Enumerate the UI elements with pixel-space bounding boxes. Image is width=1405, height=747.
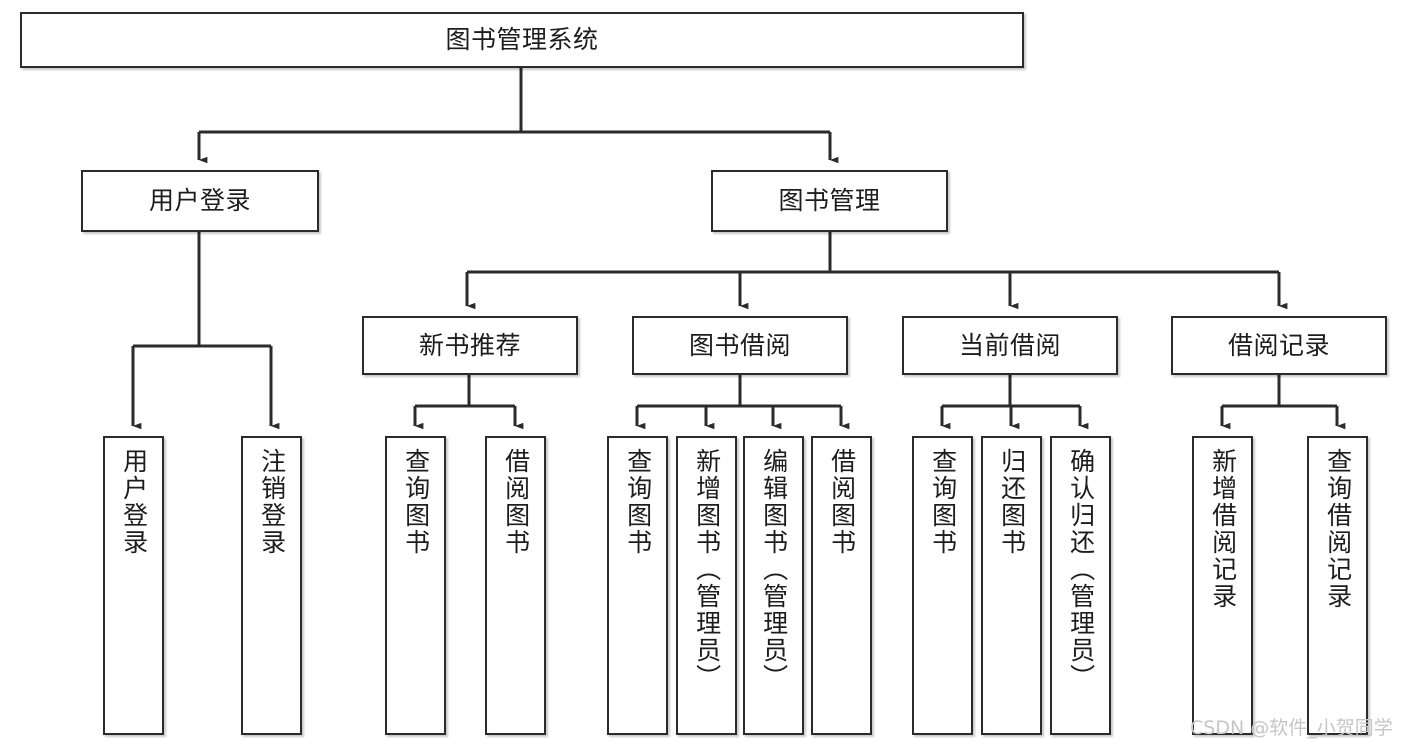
node-leaf-add-book-label: 新增图书（管理员）	[692, 448, 722, 691]
node-book-manage[interactable]: 图书管理	[711, 170, 948, 232]
node-leaf-borrow-book-1[interactable]: 借阅图书	[485, 436, 546, 735]
node-leaf-edit-book-label: 编辑图书（管理员）	[759, 448, 789, 691]
node-current-borrow[interactable]: 当前借阅	[902, 316, 1118, 375]
node-leaf-user-login[interactable]: 用户登录	[103, 436, 164, 735]
node-leaf-borrow-book-2-label: 借阅图书	[827, 448, 857, 556]
node-root-system[interactable]: 图书管理系统	[20, 12, 1024, 68]
node-leaf-query-book-1[interactable]: 查询图书	[385, 436, 446, 735]
node-leaf-logout-login[interactable]: 注销登录	[241, 436, 302, 735]
node-leaf-confirm-return[interactable]: 确认归还（管理员）	[1050, 436, 1111, 735]
node-user-login-label: 用户登录	[148, 186, 251, 216]
csdn-watermark: CSDN @软件_小贺同学	[1190, 717, 1393, 739]
node-leaf-query-book-3[interactable]: 查询图书	[912, 436, 973, 735]
node-leaf-query-record-label: 查询借阅记录	[1323, 448, 1353, 610]
node-leaf-add-book[interactable]: 新增图书（管理员）	[676, 436, 737, 735]
node-leaf-return-book[interactable]: 归还图书	[981, 436, 1042, 735]
node-leaf-query-record[interactable]: 查询借阅记录	[1307, 436, 1368, 735]
node-leaf-logout-login-label: 注销登录	[257, 448, 287, 556]
node-leaf-query-book-1-label: 查询图书	[401, 448, 431, 556]
node-leaf-query-book-2-label: 查询图书	[623, 448, 653, 556]
node-leaf-query-book-2[interactable]: 查询图书	[607, 436, 668, 735]
node-book-manage-label: 图书管理	[778, 186, 881, 216]
node-leaf-user-login-label: 用户登录	[119, 448, 149, 556]
node-book-borrow-label: 图书借阅	[688, 330, 791, 360]
node-user-login[interactable]: 用户登录	[81, 170, 319, 232]
node-leaf-borrow-book-1-label: 借阅图书	[501, 448, 531, 556]
node-leaf-add-record-label: 新增借阅记录	[1208, 448, 1238, 610]
node-current-borrow-label: 当前借阅	[958, 330, 1061, 360]
node-leaf-add-record[interactable]: 新增借阅记录	[1192, 436, 1253, 735]
node-root-system-label: 图书管理系统	[445, 25, 599, 55]
node-new-book-recommend[interactable]: 新书推荐	[362, 316, 578, 375]
node-borrow-record[interactable]: 借阅记录	[1171, 316, 1387, 375]
node-leaf-confirm-return-label: 确认归还（管理员）	[1066, 448, 1096, 691]
node-leaf-borrow-book-2[interactable]: 借阅图书	[811, 436, 872, 735]
node-leaf-edit-book[interactable]: 编辑图书（管理员）	[743, 436, 804, 735]
node-new-book-recommend-label: 新书推荐	[418, 330, 521, 360]
node-book-borrow[interactable]: 图书借阅	[632, 316, 848, 375]
node-leaf-query-book-3-label: 查询图书	[928, 448, 958, 556]
node-leaf-return-book-label: 归还图书	[997, 448, 1027, 556]
node-borrow-record-label: 借阅记录	[1227, 330, 1330, 360]
